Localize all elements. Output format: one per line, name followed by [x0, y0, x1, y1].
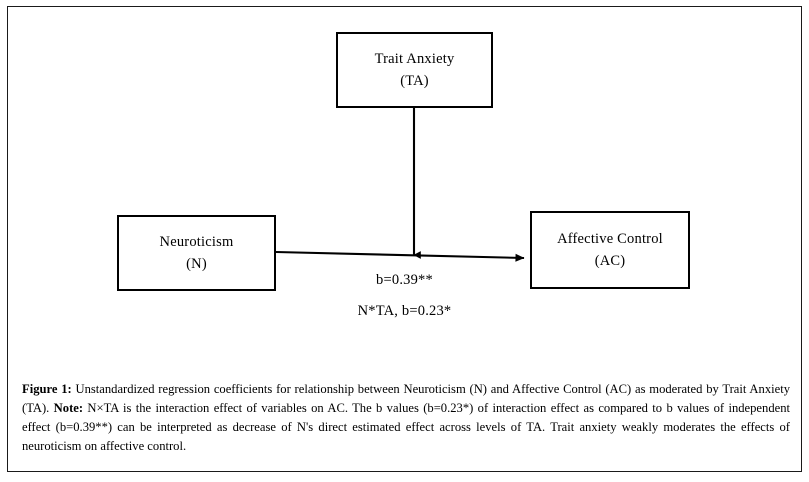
node-trait-anxiety-title: Trait Anxiety	[374, 50, 455, 67]
node-neuroticism-abbr: (N)	[186, 256, 207, 272]
figure-outer-border	[7, 6, 802, 472]
node-trait-anxiety-abbr: (TA)	[400, 73, 429, 89]
figure-caption: Figure 1: Unstandardized regression coef…	[22, 380, 790, 457]
caption-note-label: Note:	[53, 401, 84, 416]
caption-text-part2: N×TA is the interaction effect of variab…	[22, 401, 791, 454]
caption-text-part1: Unstandardized regression coefficients f…	[22, 382, 791, 416]
path-diagram: Trait Anxiety (TA) Neuroticism (N) Affec…	[117, 32, 690, 319]
node-affective-control: Affective Control (AC)	[530, 211, 690, 289]
caption-figure-label: Figure 1:	[22, 382, 72, 396]
node-neuroticism-title: Neuroticism	[159, 233, 234, 250]
node-trait-anxiety: Trait Anxiety (TA)	[336, 32, 493, 108]
node-neuroticism: Neuroticism (N)	[117, 215, 276, 291]
node-affective-control-title: Affective Control	[557, 230, 663, 247]
direct-effect-arrow	[275, 250, 525, 262]
interaction-effect-coefficient-label: N*TA, b=0.23*	[357, 303, 452, 319]
direct-effect-coefficient-label: b=0.39**	[376, 272, 433, 288]
node-affective-control-abbr: (AC)	[594, 253, 626, 269]
